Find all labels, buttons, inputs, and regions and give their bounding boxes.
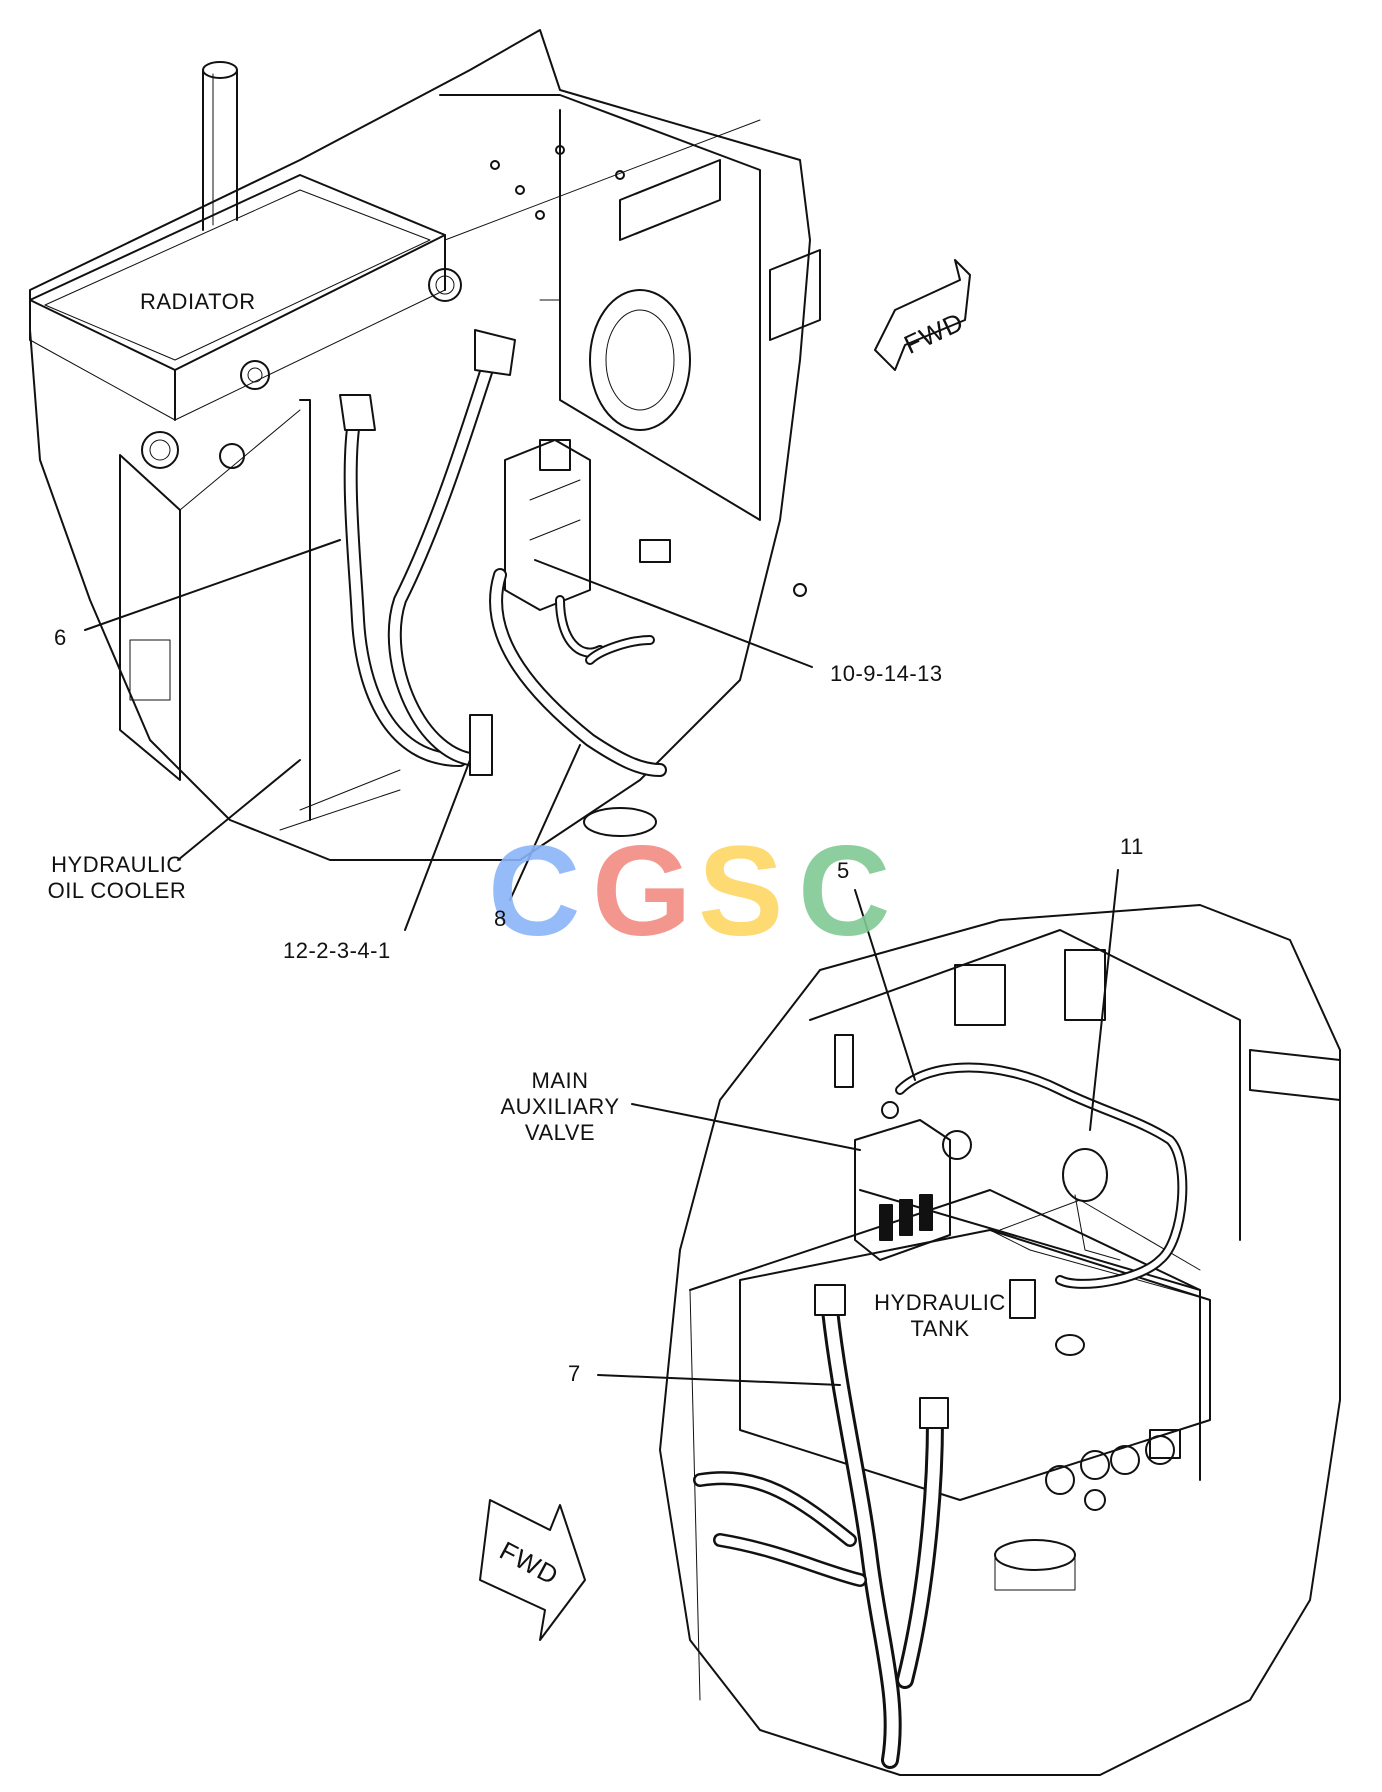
frame-block	[439, 94, 821, 597]
leader-valve	[631, 1103, 861, 1151]
cgsc-watermark: C G S C	[488, 820, 890, 963]
oil-cooler	[119, 399, 401, 831]
tank-label-line1: HYDRAULIC	[874, 1290, 1006, 1315]
watermark-letter: S	[698, 820, 783, 963]
valve-hose-8	[489, 568, 667, 837]
tank-label-line2: TANK	[910, 1316, 970, 1341]
radiator-label: RADIATOR	[140, 289, 256, 314]
fwd-arrow-top	[874, 259, 971, 371]
tank-hose-7	[693, 1284, 949, 1769]
leader-6	[84, 539, 341, 631]
leader-cooler	[177, 759, 301, 861]
leader-7	[597, 1374, 841, 1386]
valve-label-line3: VALVE	[524, 1120, 596, 1145]
exhaust-stack	[202, 61, 238, 231]
callout-7: 7	[568, 1361, 581, 1386]
cooler-label-line1: HYDRAULIC	[51, 852, 183, 877]
cooler-hose-6	[339, 394, 467, 767]
bottom-frame	[689, 929, 1341, 1701]
leader-11	[1089, 869, 1119, 1131]
return-hose-5-11	[895, 1062, 1188, 1289]
callout-11: 11	[1120, 834, 1144, 859]
leader-10	[534, 559, 813, 668]
watermark-letter: C	[798, 820, 890, 963]
leader-12	[404, 759, 471, 931]
callout-12-2-3-4-1: 12-2-3-4-1	[283, 938, 391, 963]
callout-8: 8	[494, 906, 507, 931]
callout-10-9-14-13: 10-9-14-13	[830, 661, 943, 686]
leader-8	[509, 744, 581, 901]
hydraulic-tank	[739, 1148, 1211, 1591]
callout-6: 6	[54, 625, 67, 650]
main-aux-valve	[854, 1101, 972, 1261]
top-cutaway-outline	[29, 29, 811, 861]
fwd-arrow-bottom	[479, 1499, 586, 1641]
hydraulic-tank-label: HYDRAULIC TANK	[865, 1290, 1015, 1342]
watermark-letter: C	[488, 820, 580, 963]
valve-block	[504, 439, 671, 611]
watermark-letter: G	[592, 820, 692, 963]
radiator	[29, 174, 462, 421]
valve-label-line2: AUXILIARY	[500, 1094, 620, 1119]
hydraulic-oil-cooler-label: HYDRAULIC OIL COOLER	[42, 852, 192, 904]
callout-5: 5	[837, 858, 850, 883]
valve-label-line1: MAIN	[531, 1068, 589, 1093]
leader-5	[854, 889, 916, 1081]
cooler-label-line2: OIL COOLER	[47, 878, 187, 903]
top-illustration	[29, 29, 971, 931]
bottom-illustration	[479, 869, 1341, 1776]
bottom-cutaway-outline	[659, 904, 1341, 1776]
main-auxiliary-valve-label: MAIN AUXILIARY VALVE	[495, 1068, 625, 1146]
cooler-hose-12	[387, 329, 516, 776]
